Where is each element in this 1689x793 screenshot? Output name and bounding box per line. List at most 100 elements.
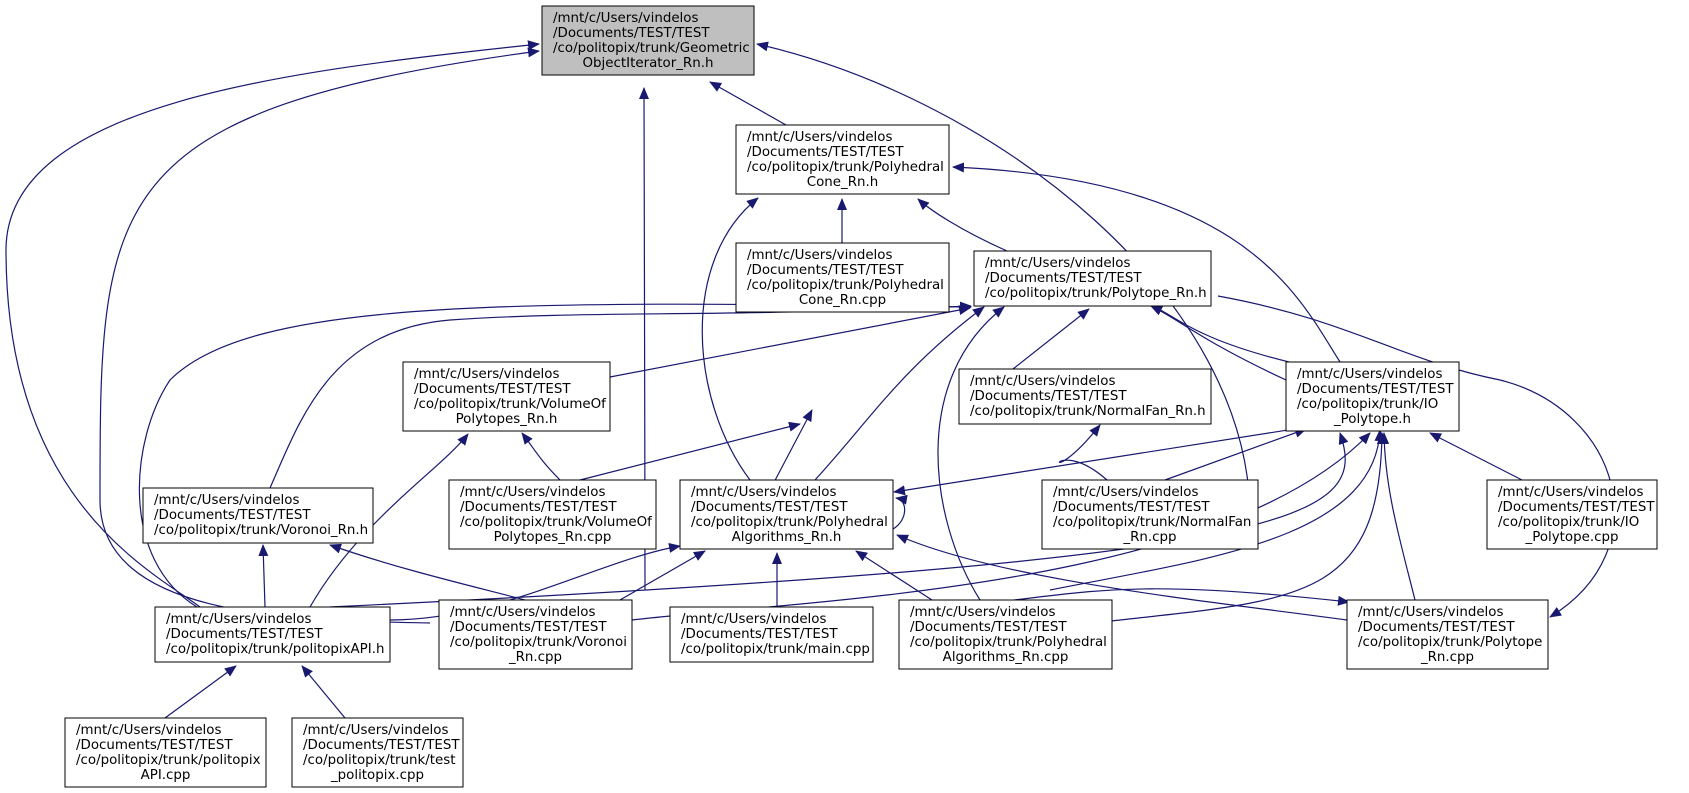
node-label-line: /mnt/c/Users/vindelos: [154, 493, 299, 508]
node-label-line: /co/politopix/trunk/politopix: [76, 753, 261, 768]
dependency-edge: [1049, 429, 1385, 591]
node-label-line: /co/politopix/trunk/IO: [1498, 515, 1639, 530]
file-node-polytope-cpp[interactable]: /mnt/c/Users/vindelos/Documents/TEST/TES…: [1346, 599, 1549, 670]
dependency-edge: [1058, 424, 1108, 481]
node-label-line: /co/politopix/trunk/Polyhedral: [747, 160, 944, 175]
node-label-line: /Documents/TEST/TEST: [166, 627, 323, 642]
node-box: [1486, 479, 1658, 550]
node-label-line: /co/politopix/trunk/test: [303, 753, 456, 768]
node-label-line: /mnt/c/Users/vindelos: [450, 605, 595, 620]
file-node-algos-cpp[interactable]: /mnt/c/Users/vindelos/Documents/TEST/TES…: [898, 599, 1113, 670]
file-node-api-cpp[interactable]: /mnt/c/Users/vindelos/Documents/TEST/TES…: [64, 717, 267, 788]
file-node-test-cpp[interactable]: /mnt/c/Users/vindelos/Documents/TEST/TES…: [291, 717, 464, 788]
node-box: [973, 250, 1212, 307]
dependency-edge: [389, 542, 681, 621]
dependency-edge: [619, 550, 706, 601]
file-node-io-h[interactable]: /mnt/c/Users/vindelos/Documents/TEST/TES…: [1285, 361, 1460, 432]
dependency-edge: [814, 306, 985, 481]
node-label-line: API.cpp: [141, 768, 191, 783]
file-node-normalfan-cpp[interactable]: /mnt/c/Users/vindelos/Documents/TEST/TES…: [1041, 479, 1259, 550]
node-box: [1041, 479, 1259, 550]
node-label-line: Cone_Rn.h: [807, 175, 879, 190]
file-node-cone-cpp[interactable]: /mnt/c/Users/vindelos/Documents/TEST/TES…: [735, 242, 950, 313]
node-box: [958, 368, 1212, 425]
file-node-algos-h[interactable]: /mnt/c/Users/vindelos/Documents/TEST/TES…: [679, 479, 894, 550]
node-label-line: Polytopes_Rn.cpp: [494, 530, 612, 545]
node-label-line: /mnt/c/Users/vindelos: [747, 248, 892, 263]
node-label-line: /co/politopix/trunk/Voronoi: [450, 635, 627, 650]
file-node-cone-h[interactable]: /mnt/c/Users/vindelos/Documents/TEST/TES…: [735, 124, 950, 195]
file-node-voronoi-h[interactable]: /mnt/c/Users/vindelos/Documents/TEST/TES…: [142, 487, 374, 544]
node-label-line: /Documents/TEST/TEST: [691, 500, 848, 515]
dependency-edge: [1149, 303, 1290, 363]
node-label-line: /co/politopix/trunk/IO: [1297, 397, 1438, 412]
node-label-line: /Documents/TEST/TEST: [747, 145, 904, 160]
dependency-edge: [258, 544, 269, 608]
node-label-line: /co/politopix/trunk/Geometric: [553, 41, 750, 56]
node-label-line: _Rn.cpp: [1420, 650, 1474, 665]
node-box: [64, 717, 267, 788]
node-label-line: /Documents/TEST/TEST: [76, 738, 233, 753]
node-label-line: /mnt/c/Users/vindelos: [1297, 367, 1442, 382]
node-box: [898, 599, 1113, 670]
node-label-line: Algorithms_Rn.h: [732, 530, 842, 545]
file-node-io-cpp[interactable]: /mnt/c/Users/vindelos/Documents/TEST/TES…: [1486, 479, 1658, 550]
node-box: [669, 606, 874, 663]
dependency-edge: [709, 81, 787, 126]
file-node-volume-h[interactable]: /mnt/c/Users/vindelos/Documents/TEST/TES…: [402, 361, 611, 432]
node-label-line: /Documents/TEST/TEST: [985, 271, 1142, 286]
node-box: [1346, 599, 1549, 670]
node-box: [438, 599, 633, 670]
dependency-edge: [893, 420, 1346, 496]
node-label-line: _politopix.cpp: [330, 768, 424, 783]
node-label-line: /co/politopix/trunk/VolumeOf: [460, 515, 652, 530]
node-label-line: /mnt/c/Users/vindelos: [985, 256, 1130, 271]
dependency-edge: [609, 305, 971, 378]
node-label-line: /Documents/TEST/TEST: [1358, 620, 1515, 635]
node-label-line: /mnt/c/Users/vindelos: [166, 612, 311, 627]
dependency-edge: [1164, 428, 1307, 481]
node-label-line: /mnt/c/Users/vindelos: [1498, 485, 1643, 500]
dependency-edge: [952, 162, 1341, 363]
dependency-edge: [521, 432, 561, 481]
node-label-line: /mnt/c/Users/vindelos: [460, 485, 605, 500]
node-box: [679, 479, 894, 550]
dependency-edge: [701, 197, 759, 481]
node-box: [735, 124, 950, 195]
node-label-line: /Documents/TEST/TEST: [154, 508, 311, 523]
node-label-line: /co/politopix/trunk/Polyhedral: [691, 515, 888, 530]
dependency-edge: [579, 421, 801, 481]
node-label-line: _Rn.cpp: [508, 650, 562, 665]
node-label-line: /mnt/c/Users/vindelos: [76, 723, 221, 738]
dependency-edge: [1110, 432, 1387, 622]
file-node-main-cpp[interactable]: /mnt/c/Users/vindelos/Documents/TEST/TES…: [669, 606, 874, 663]
node-label-line: /Documents/TEST/TEST: [910, 620, 1067, 635]
dependency-edge: [269, 301, 972, 489]
dependency-edge: [1429, 432, 1523, 481]
node-label-line: /Documents/TEST/TEST: [1053, 500, 1210, 515]
node-label-line: /Documents/TEST/TEST: [1297, 382, 1454, 397]
file-node-polytope-h[interactable]: /mnt/c/Users/vindelos/Documents/TEST/TES…: [973, 250, 1212, 307]
node-label-line: /co/politopix/trunk/Voronoi_Rn.h: [154, 523, 368, 538]
node-label-line: /co/politopix/trunk/main.cpp: [681, 642, 870, 657]
node-label-line: /co/politopix/trunk/Polyhedral: [747, 278, 944, 293]
node-label-line: /co/politopix/trunk/NormalFan_Rn.h: [970, 404, 1206, 419]
file-node-voronoi-cpp[interactable]: /mnt/c/Users/vindelos/Documents/TEST/TES…: [438, 599, 633, 670]
file-node-geom-h[interactable]: /mnt/c/Users/vindelos/Documents/TEST/TES…: [541, 5, 755, 76]
file-node-api-h[interactable]: /mnt/c/Users/vindelos/Documents/TEST/TES…: [154, 606, 391, 663]
file-node-normalfan-h[interactable]: /mnt/c/Users/vindelos/Documents/TEST/TES…: [958, 368, 1212, 425]
node-box: [1285, 361, 1460, 432]
node-label-line: /mnt/c/Users/vindelos: [1053, 485, 1198, 500]
node-label-line: /mnt/c/Users/vindelos: [910, 605, 1055, 620]
node-box: [735, 242, 950, 313]
node-box: [402, 361, 611, 432]
node-label-line: /co/politopix/trunk/Polytope_Rn.h: [985, 286, 1207, 301]
dependency-edge: [1379, 432, 1416, 601]
file-node-volume-cpp[interactable]: /mnt/c/Users/vindelos/Documents/TEST/TES…: [448, 479, 657, 550]
file-nodes: /mnt/c/Users/vindelos/Documents/TEST/TES…: [64, 5, 1658, 788]
node-label-line: /Documents/TEST/TEST: [747, 263, 904, 278]
node-label-line: /Documents/TEST/TEST: [450, 620, 607, 635]
node-box: [154, 606, 391, 663]
node-label-line: /co/politopix/trunk/Polytope: [1358, 635, 1542, 650]
